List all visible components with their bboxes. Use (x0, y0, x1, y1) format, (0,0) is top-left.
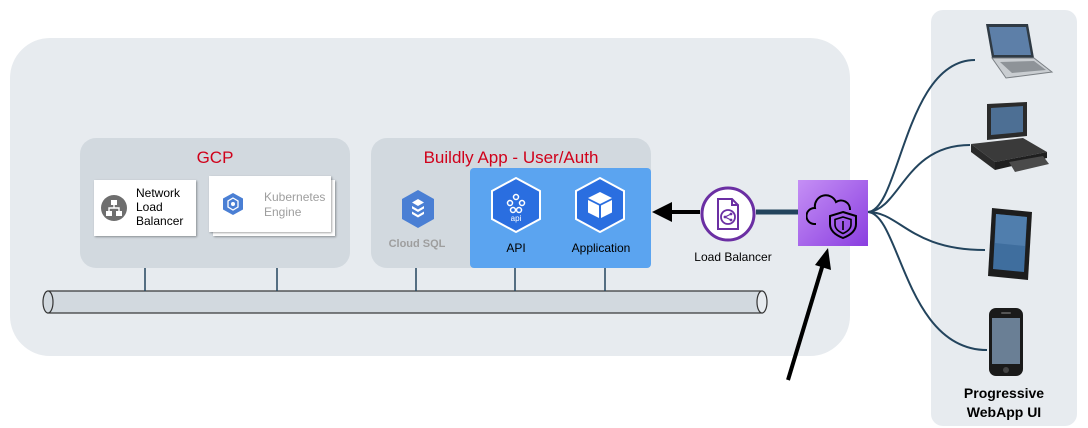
buildly-app-title: Buildly App - User/Auth (423, 148, 599, 167)
api-badge: api (511, 214, 522, 223)
cloud-sql-label: Cloud SQL (388, 238, 446, 250)
api-icon: api (491, 177, 541, 233)
cloud-shield-icon (806, 194, 857, 240)
load-balancer-label: Load Balancer (694, 250, 772, 264)
laptop-icon (986, 24, 1054, 79)
phone-icon (989, 308, 1023, 376)
kubernetes-engine-card: Kubernetes Engine (209, 176, 331, 232)
cloud-sql-icon (402, 190, 434, 228)
application-icon (575, 177, 625, 233)
desktop-icon (971, 102, 1049, 172)
application-label: Application (571, 241, 631, 255)
network-load-balancer-icon (101, 195, 127, 221)
clients-label: Progressive WebApp UI (963, 385, 1045, 420)
kubernetes-engine-label: Kubernetes Engine (264, 190, 326, 219)
network-load-balancer-label: Network Load Balancer (136, 186, 184, 228)
tablet-icon (988, 208, 1032, 280)
load-balancer-icon (700, 186, 756, 242)
cloud-shield-box (798, 180, 868, 246)
network-load-balancer-card: Network Load Balancer (94, 180, 196, 236)
api-label: API (506, 241, 526, 255)
kubernetes-engine-icon (223, 193, 243, 215)
gcp-title: GCP (196, 148, 234, 167)
